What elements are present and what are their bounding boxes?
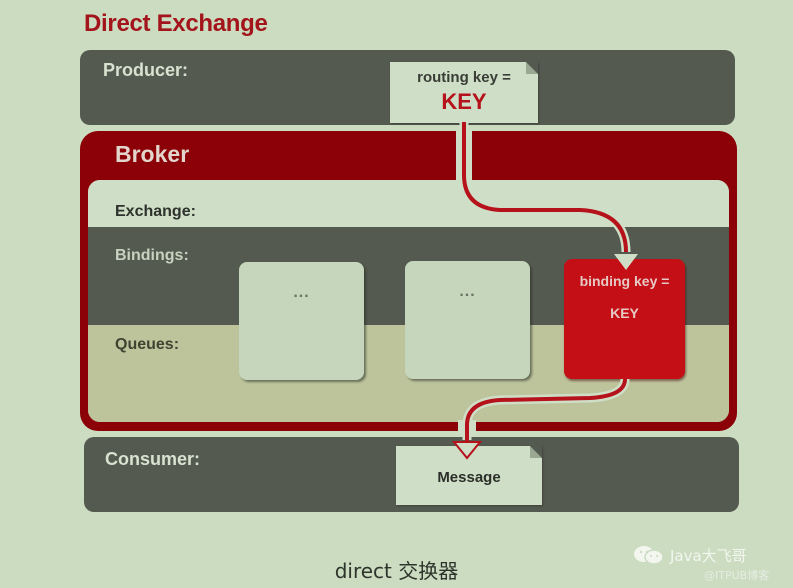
page-fold-icon bbox=[530, 446, 542, 458]
broker-label: Broker bbox=[115, 141, 190, 167]
bindings-label: Bindings: bbox=[115, 247, 189, 264]
exchange-label: Exchange: bbox=[115, 203, 196, 220]
wechat-icon bbox=[634, 546, 664, 565]
queue-box: ... bbox=[239, 262, 364, 380]
producer-message-document: routing key = KEY bbox=[390, 62, 538, 123]
watermark-author: Java大飞哥 bbox=[670, 546, 747, 565]
watermark-source: @ITPUB博客 bbox=[704, 569, 770, 582]
binding-key-value: KEY bbox=[610, 305, 639, 321]
figure-caption: direct 交换器 bbox=[334, 559, 459, 583]
queues-label: Queues: bbox=[115, 336, 180, 353]
queue-placeholder-label: ... bbox=[459, 283, 476, 300]
diagram-title: Direct Exchange bbox=[84, 10, 268, 37]
message-label: Message bbox=[437, 469, 501, 486]
consumer-label: Consumer: bbox=[105, 449, 201, 469]
routing-key-label: routing key = bbox=[417, 69, 511, 86]
producer-label: Producer: bbox=[103, 60, 189, 80]
queue-box: ... bbox=[405, 261, 530, 379]
routing-key-value: KEY bbox=[441, 89, 487, 114]
binding-key-label: binding key = bbox=[579, 273, 670, 289]
queue-placeholder-label: ... bbox=[293, 284, 310, 301]
consumer-message-document: Message bbox=[396, 446, 542, 505]
matched-binding-queue: binding key = KEY bbox=[564, 259, 685, 379]
page-fold-icon bbox=[526, 62, 538, 74]
watermark: Java大飞哥 bbox=[632, 544, 747, 566]
